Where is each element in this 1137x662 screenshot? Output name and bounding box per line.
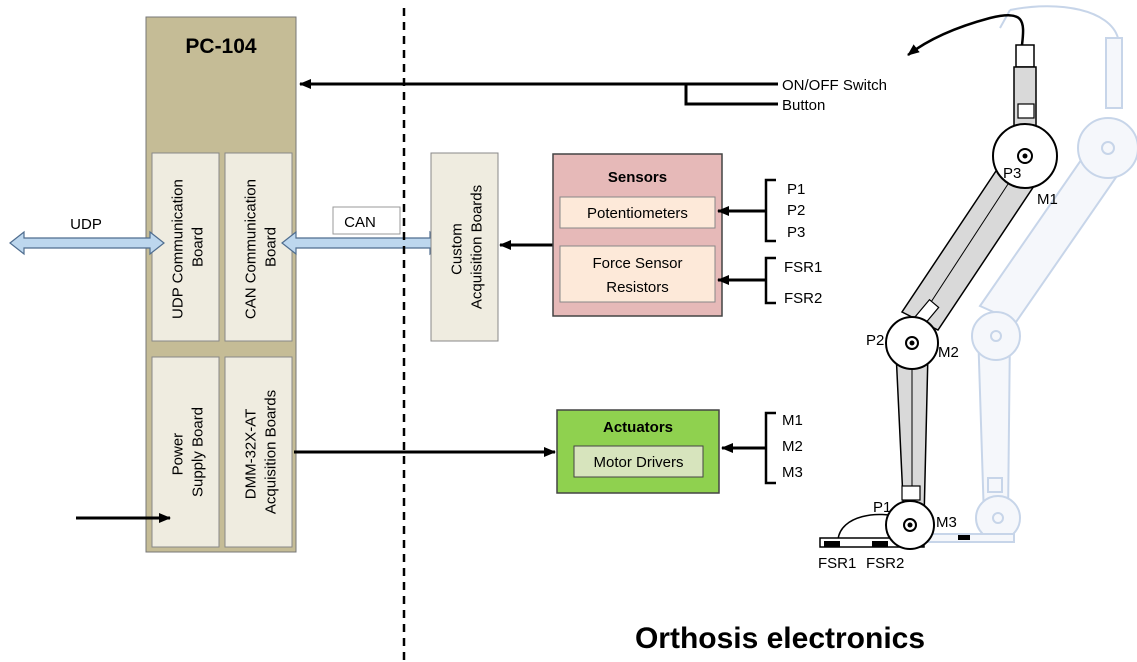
pot-input-p2: P2 bbox=[787, 202, 805, 219]
can-link-arrow: CAN bbox=[281, 206, 445, 256]
motor-input-m1: M1 bbox=[782, 412, 803, 429]
dmm-acquisition-board: DMM-32X-AT Acquisition Boards bbox=[224, 356, 293, 548]
can-link-label: CAN bbox=[344, 214, 376, 231]
can-board-label-line2: Board bbox=[263, 227, 280, 267]
custom-boards-label-line2: Acquisition Boards bbox=[469, 185, 486, 309]
motor-drivers-label: Motor Drivers bbox=[593, 454, 683, 471]
udp-board-label-line2: Board bbox=[190, 227, 207, 267]
pc104-block: PC-104 UDP Communication Board CAN Commu… bbox=[145, 16, 297, 553]
ankle-joint-center bbox=[907, 522, 913, 528]
svg-text:UDP Communication Boar: UDP Communication Board bbox=[170, 175, 207, 319]
motor-input-m2: M2 bbox=[782, 438, 803, 455]
hip-potentiometer bbox=[1017, 103, 1035, 119]
orthosis-leg: P3 M1 P2 M2 P1 M3 FSR1 FSR2 bbox=[818, 14, 1058, 572]
svg-text:Custom Acquisition Board: Custom Acquisition Boards bbox=[449, 185, 486, 309]
ghost-fsr-sensor bbox=[958, 535, 970, 540]
on-off-switch-label: ON/OFF Switch bbox=[782, 77, 887, 94]
orthosis-label-m2: M2 bbox=[938, 344, 959, 361]
can-communication-board: CAN Communication Board bbox=[224, 152, 293, 342]
fsr-box bbox=[559, 245, 716, 303]
sensors-title: Sensors bbox=[608, 169, 667, 186]
can-label-box bbox=[332, 206, 401, 235]
fsr1-sensor bbox=[824, 541, 840, 547]
fsr-input-1: FSR1 bbox=[784, 259, 822, 276]
dmm-board-label-line1: DMM-32X-AT bbox=[243, 409, 260, 499]
orthosis-label-fsr2: FSR2 bbox=[866, 555, 904, 572]
orthosis-label-fsr1: FSR1 bbox=[818, 555, 856, 572]
orthosis-label-p3: P3 bbox=[1003, 165, 1021, 182]
ankle-potentiometer bbox=[901, 485, 921, 501]
button-label: Button bbox=[782, 97, 825, 114]
power-cable bbox=[907, 14, 1025, 56]
udp-link-arrow: UDP bbox=[9, 216, 165, 256]
svg-text:CAN Communication Boar: CAN Communication Board bbox=[243, 175, 280, 319]
thigh-cable bbox=[917, 157, 1026, 323]
pot-input-p1: P1 bbox=[787, 181, 805, 198]
dmm-board-label-line2: Acquisition Boards bbox=[263, 390, 280, 514]
udp-board-label-line1: UDP Communication bbox=[170, 179, 187, 319]
orthosis-label-m1: M1 bbox=[1037, 191, 1058, 208]
hip-joint-center bbox=[1022, 153, 1028, 159]
orthosis-electronics-title: Orthosis electronics bbox=[635, 622, 925, 655]
udp-communication-board: UDP Communication Board bbox=[151, 152, 220, 342]
knee-joint-center bbox=[909, 340, 915, 346]
udp-link-label: UDP bbox=[70, 216, 102, 233]
on-off-switch-housing bbox=[1015, 44, 1035, 68]
pot-input-p3: P3 bbox=[787, 224, 805, 241]
orthosis-ghost-leg bbox=[915, 5, 1137, 543]
custom-boards-label-line1: Custom bbox=[449, 223, 466, 275]
fsr-label-line1: Force Sensor bbox=[592, 255, 682, 272]
orthosis-label-p2: P2 bbox=[866, 332, 884, 349]
motor-input-m3: M3 bbox=[782, 464, 803, 481]
sensors-block: Sensors Potentiometers Force Sensor Resi… bbox=[552, 153, 723, 317]
svg-text:DMM-32X-AT Acquisition: DMM-32X-AT Acquisition Boards bbox=[243, 390, 280, 514]
custom-acquisition-boards: Custom Acquisition Boards bbox=[430, 152, 499, 342]
motor-drivers-box bbox=[573, 445, 704, 478]
power-board-label-line1: Power bbox=[170, 433, 187, 476]
fsr-input-bracket: FSR1 FSR2 bbox=[717, 256, 822, 307]
fsr-input-2: FSR2 bbox=[784, 290, 822, 307]
fsr-label-line2: Resistors bbox=[606, 279, 669, 296]
switch-signal-lines: ON/OFF Switch Button bbox=[299, 77, 887, 114]
svg-text:Power Supply Board: Power Supply Board bbox=[170, 407, 207, 497]
actuators-title: Actuators bbox=[603, 419, 673, 436]
potentiometer-input-bracket: P1 P2 P3 bbox=[717, 178, 805, 243]
potentiometers-box bbox=[559, 196, 716, 229]
power-board-label-line2: Supply Board bbox=[190, 407, 207, 497]
fsr2-sensor bbox=[872, 541, 888, 547]
can-board-label-line1: CAN Communication bbox=[243, 179, 260, 319]
orthosis-label-m3: M3 bbox=[936, 514, 957, 531]
pc104-title: PC-104 bbox=[185, 35, 257, 58]
actuators-block: Actuators Motor Drivers bbox=[556, 409, 720, 494]
motor-input-bracket: M1 M2 M3 bbox=[721, 411, 803, 485]
potentiometers-label: Potentiometers bbox=[587, 205, 688, 222]
orthosis-label-p1: P1 bbox=[873, 499, 891, 516]
